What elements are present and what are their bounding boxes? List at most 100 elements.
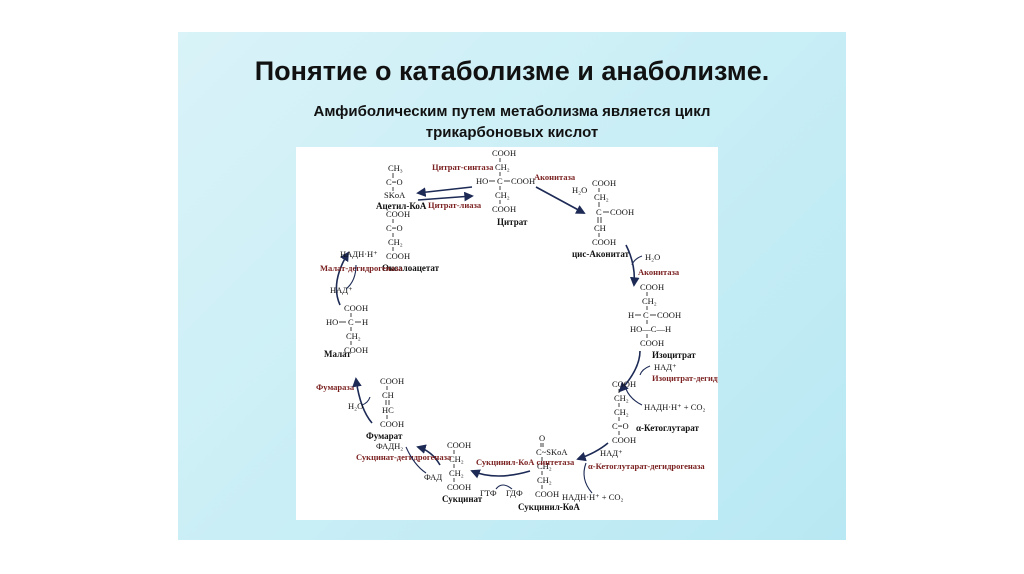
krebs-cycle-diagram: COOH CH₂ HO C COOH CH₂ COOH Цитрат CH₃ C… (296, 147, 751, 520)
slide: Понятие о катаболизме и анаболизме. Амфи… (178, 32, 846, 540)
cisacon-cooh-bottom: COOH (592, 237, 616, 247)
akg-name: α-Кетоглутарат (636, 423, 699, 433)
slide-subtitle: Амфиболическим путем метаболизма являетс… (178, 101, 846, 143)
succoa-ch2-2: CH₂ (537, 475, 552, 485)
acetyl-skoa: SKoA (384, 190, 406, 200)
citrate-cooh-top: COOH (492, 148, 516, 158)
succoa-o: O (539, 433, 545, 443)
cisacon-c: C (596, 207, 602, 217)
fumarate-ch: CH (382, 390, 394, 400)
succinyl-coa-name: Сукцинил-КоА (518, 502, 580, 512)
citrate-name: Цитрат (497, 217, 528, 227)
malate-nadh: НАДН·Н⁺ (340, 249, 378, 259)
succoa-ch2-1: CH₂ (537, 461, 552, 471)
isocitrate-cooh-top: COOH (640, 282, 664, 292)
citrate-c: C (497, 176, 503, 186)
cisacon-cooh-top: COOH (592, 178, 616, 188)
isocitrate-cooh-bottom: COOH (640, 338, 664, 348)
succinate-ch2-1: CH₂ (449, 454, 464, 464)
fadh2: ФАДН₂ (376, 441, 403, 451)
akg-ch2-1: CH₂ (614, 393, 629, 403)
enzyme-aconitase-right: Аконитаза (638, 267, 680, 277)
isocitrate-cooh-side: COOH (657, 310, 681, 320)
aconitase-h2o: H₂O (645, 252, 660, 262)
succinate-cooh-top: COOH (447, 440, 471, 450)
cisacon-ch: CH (594, 223, 606, 233)
fumarase-h2o: H₂O (348, 401, 363, 411)
enzyme-isocitrate-dh: Изоцитрат-дегидрогеназа (652, 373, 718, 383)
citrate-ch2-bottom: CH₂ (495, 190, 510, 200)
isocitrate-h: H (628, 310, 634, 320)
fumarate-cooh-top: COOH (380, 376, 404, 386)
malate-cooh-bottom: COOH (344, 345, 368, 355)
fumarate-name: Фумарат (366, 431, 403, 441)
akg-ch2-2: CH₂ (614, 407, 629, 417)
akg-nad: НАД⁺ (600, 448, 623, 458)
succinate-ch2-2: CH₂ (449, 468, 464, 478)
malate-cooh-top: COOH (344, 303, 368, 313)
malate-structure: COOH HO C H CH₂ COOH Малат (324, 303, 368, 359)
cis-aconitate-structure: H₂O COOH CH₂ C COOH CH COOH цис-Аконитат (572, 178, 634, 259)
malate-ho: HO (326, 317, 338, 327)
gdf: ГДФ (506, 488, 523, 498)
oxaloacetate-name: Оксалоацетат (382, 263, 440, 273)
succinyl-coa-structure: O C~SKoA CH₂ CH₂ COOH Сукцинил-КоА (518, 433, 580, 512)
succoa-cooh: COOH (535, 489, 559, 499)
akg-co: C=O (612, 421, 629, 431)
fumarate-structure: COOH CH HC COOH Фумарат (366, 376, 404, 441)
citrate-structure: COOH CH₂ HO C COOH CH₂ COOH Цитрат (476, 148, 535, 227)
malate-name: Малат (324, 349, 351, 359)
succinate-name: Сукцинат (442, 494, 483, 504)
cisacon-cooh-side: COOH (610, 207, 634, 217)
enzyme-succinate-dh: Сукцинат-дегидрогеназа (356, 452, 452, 462)
malate-nad: НАД⁺ (330, 285, 353, 295)
malate-c: C (348, 317, 354, 327)
isocitrate-ch2: CH₂ (642, 296, 657, 306)
acetyl-coa-structure: CH₃ C=O SKoA Ацетил-КоА (376, 163, 427, 211)
isocitrate-ho-c-h: HO—C—H (630, 324, 671, 334)
cisacon-h2o: H₂O (572, 185, 587, 195)
akg-nadh: НАДН·Н⁺ + CO₂ (562, 492, 624, 502)
slide-title: Понятие о катаболизме и анаболизме. (254, 56, 770, 86)
enzyme-succinyl-synthetase: Сукцинил-КоА синтетаза (476, 457, 575, 467)
enzyme-aconitase-top: Аконитаза (534, 172, 576, 182)
enzyme-akg-dh: α-Кетоглутарат-дегидрогеназа (588, 461, 705, 471)
isocitrate-c: C (643, 310, 649, 320)
isocitrate-structure: COOH CH₂ H C COOH HO—C—H COOH Изоцитрат (628, 282, 696, 360)
fad: ФАД (424, 472, 442, 482)
enzyme-citrate-synthase: Цитрат-синтаза (432, 162, 494, 172)
krebs-cycle-svg: COOH CH₂ HO C COOH CH₂ COOH Цитрат CH₃ C… (316, 148, 751, 512)
fumarate-cooh-bottom: COOH (380, 419, 404, 429)
malate-h: H (362, 317, 368, 327)
subtitle-line-2: трикарбоновых кислот (425, 124, 599, 141)
acetyl-coa-name: Ацетил-КоА (376, 201, 427, 211)
oxalo-ch2: CH₂ (388, 237, 403, 247)
oxalo-cooh-bottom: COOH (386, 251, 410, 261)
fumarate-hc: HC (382, 405, 394, 415)
enzyme-fumarase: Фумараза (316, 382, 355, 392)
citrate-ho: HO (476, 176, 488, 186)
oxalo-cooh-top: COOH (386, 209, 410, 219)
isocitrate-nad: НАД⁺ (654, 362, 677, 372)
akg-cooh-bottom: COOH (612, 435, 636, 445)
succinate-cooh-bottom: COOH (447, 482, 471, 492)
isocitrate-nadh: НАДН·Н⁺ + CO₂ (644, 402, 706, 412)
malate-ch2: CH₂ (346, 331, 361, 341)
cis-aconitate-name: цис-Аконитат (572, 249, 630, 259)
subtitle-line-1: Амфиболическим путем метаболизма являетс… (313, 103, 711, 120)
enzyme-citrate-lyase: Цитрат-лиаза (428, 200, 482, 210)
akg-cooh-top: COOH (612, 379, 636, 389)
cisacon-ch2: CH₂ (594, 192, 609, 202)
citrate-cooh-side: COOH (511, 176, 535, 186)
oxalo-co: C=O (386, 223, 403, 233)
citrate-cooh-bottom: COOH (492, 204, 516, 214)
acetyl-ch3: CH₃ (388, 163, 403, 173)
succoa-c-skoa: C~SKoA (536, 447, 568, 457)
citrate-ch2-top: CH₂ (495, 162, 510, 172)
alpha-ketoglutarate-structure: COOH CH₂ CH₂ C=O COOH α-Кетоглутарат (612, 379, 699, 445)
succinate-structure: COOH CH₂ CH₂ COOH Сукцинат (442, 440, 483, 504)
oxaloacetate-structure: COOH C=O CH₂ COOH Оксалоацетат (382, 209, 440, 273)
isocitrate-name: Изоцитрат (652, 350, 696, 360)
gtf: ГТФ (480, 488, 497, 498)
enzyme-malate-dh: Малат-дегидрогеназа (320, 263, 403, 273)
